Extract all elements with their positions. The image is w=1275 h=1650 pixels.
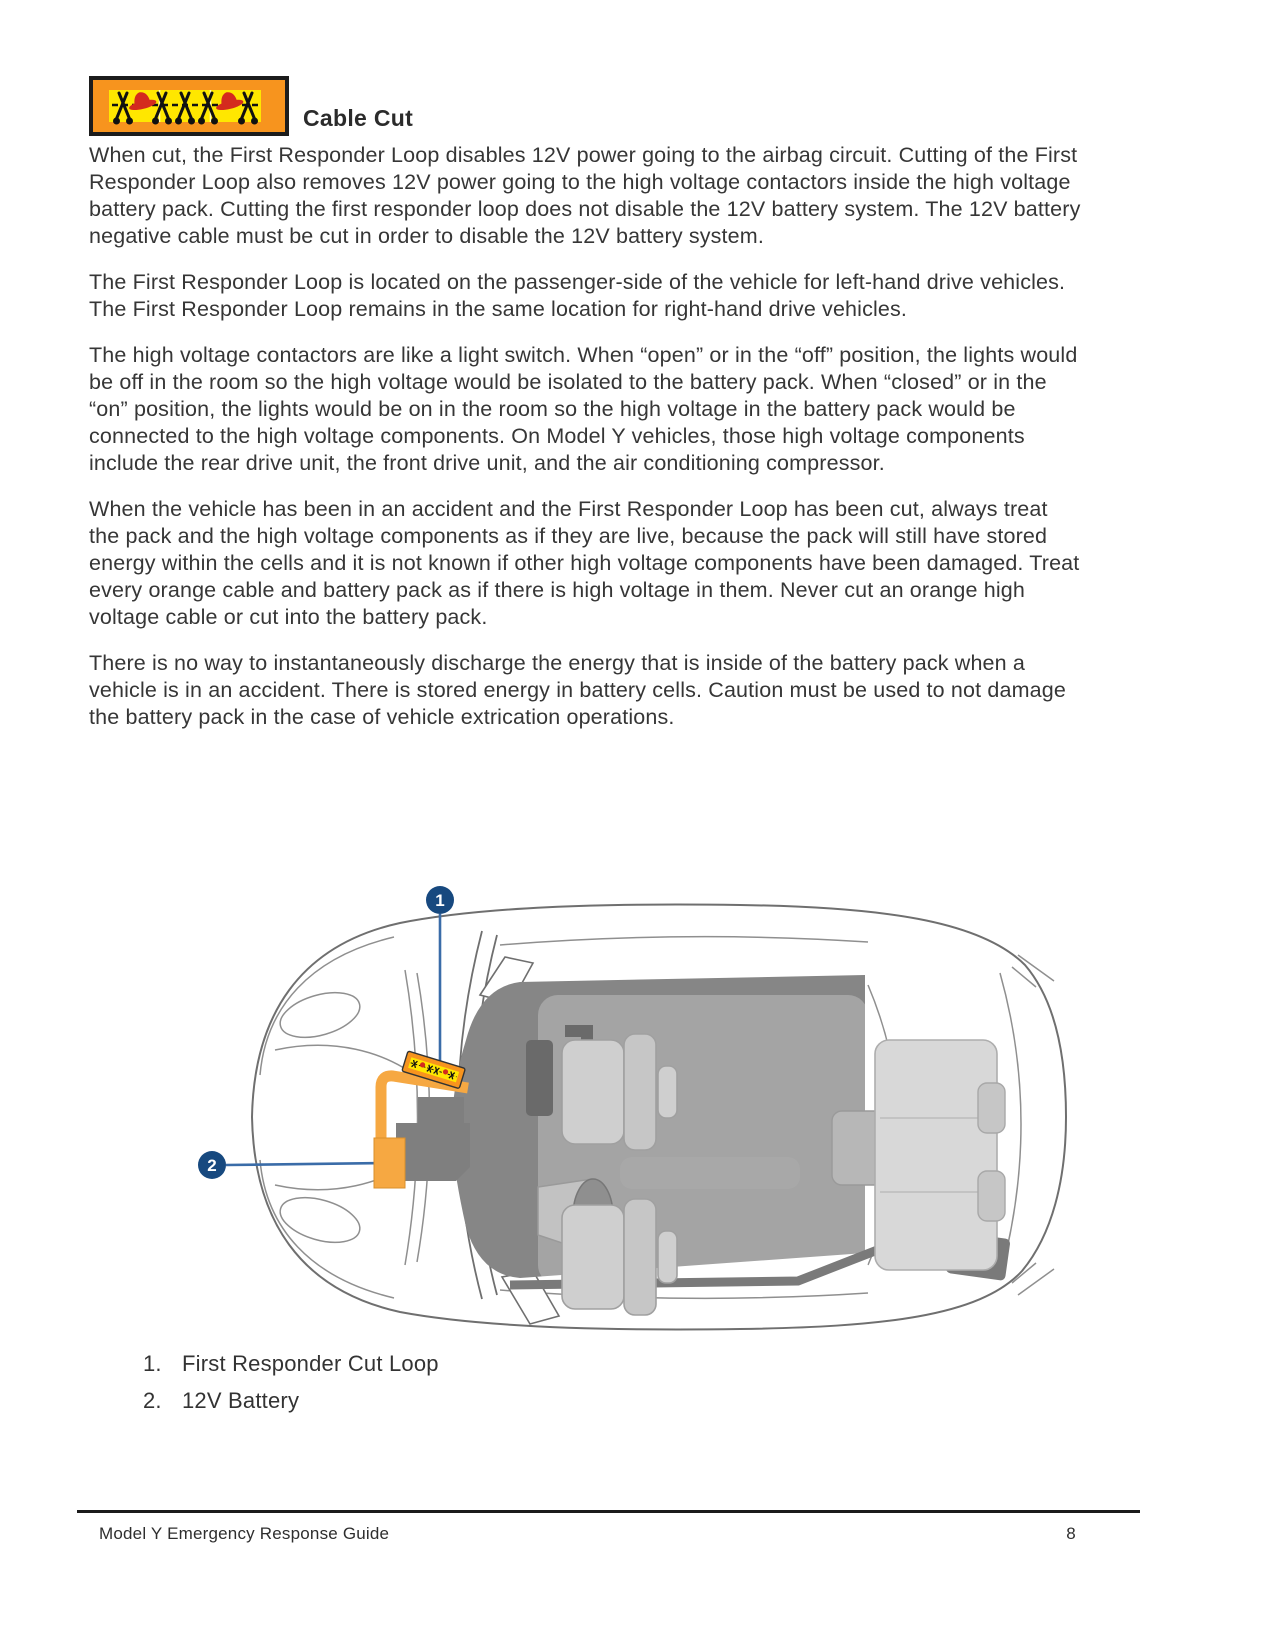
vehicle-top-view-diagram: 1 2 bbox=[198, 886, 1068, 1331]
paragraph-4: When the vehicle has been in an accident… bbox=[89, 497, 1080, 629]
component-behind-battery bbox=[396, 1123, 470, 1181]
diagram-legend: 1. First Responder Cut Loop 2. 12V Batte… bbox=[143, 1345, 439, 1419]
twelve-volt-battery bbox=[373, 1137, 406, 1189]
legend-item-2: 2. 12V Battery bbox=[143, 1382, 439, 1419]
paragraph-3: The high voltage contactors are like a l… bbox=[89, 343, 1078, 475]
footer-document-title: Model Y Emergency Response Guide bbox=[99, 1524, 390, 1543]
center-console bbox=[620, 1157, 800, 1189]
legend-item-1: 1. First Responder Cut Loop bbox=[143, 1345, 439, 1382]
first-responder-loop-cable bbox=[375, 1070, 469, 1141]
paragraph-2: The First Responder Loop is located on t… bbox=[89, 270, 1066, 321]
callout-2-badge: 2 bbox=[198, 1151, 226, 1179]
body-text: When cut, the First Responder Loop disab… bbox=[89, 142, 1081, 750]
dashboard-screen bbox=[526, 1040, 553, 1116]
cable-cut-warning-icon bbox=[89, 76, 289, 136]
legend-item-1-number: 1. bbox=[143, 1351, 162, 1376]
paragraph-5: There is no way to instantaneously disch… bbox=[89, 651, 1066, 729]
first-responder-cut-loop-label bbox=[401, 1050, 466, 1089]
rear-bench-seat bbox=[874, 1039, 1006, 1271]
footer-divider bbox=[77, 1510, 1140, 1513]
svg-text:1: 1 bbox=[435, 891, 444, 910]
component-step bbox=[418, 1097, 464, 1127]
fire-helmet-glyphs bbox=[129, 92, 244, 111]
callout-1-badge: 1 bbox=[426, 886, 454, 914]
paragraph-1: When cut, the First Responder Loop disab… bbox=[89, 143, 1081, 248]
footer-page-number: 8 bbox=[1066, 1524, 1076, 1543]
front-seats bbox=[561, 1033, 678, 1316]
callout-2-leader-line bbox=[225, 1161, 389, 1167]
scissors-glyphs bbox=[113, 91, 258, 125]
legend-item-2-text: 12V Battery bbox=[182, 1388, 300, 1413]
svg-text:2: 2 bbox=[207, 1156, 216, 1175]
legend-item-1-text: First Responder Cut Loop bbox=[182, 1351, 439, 1376]
section-title: Cable Cut bbox=[303, 105, 414, 131]
legend-item-2-number: 2. bbox=[143, 1388, 162, 1413]
